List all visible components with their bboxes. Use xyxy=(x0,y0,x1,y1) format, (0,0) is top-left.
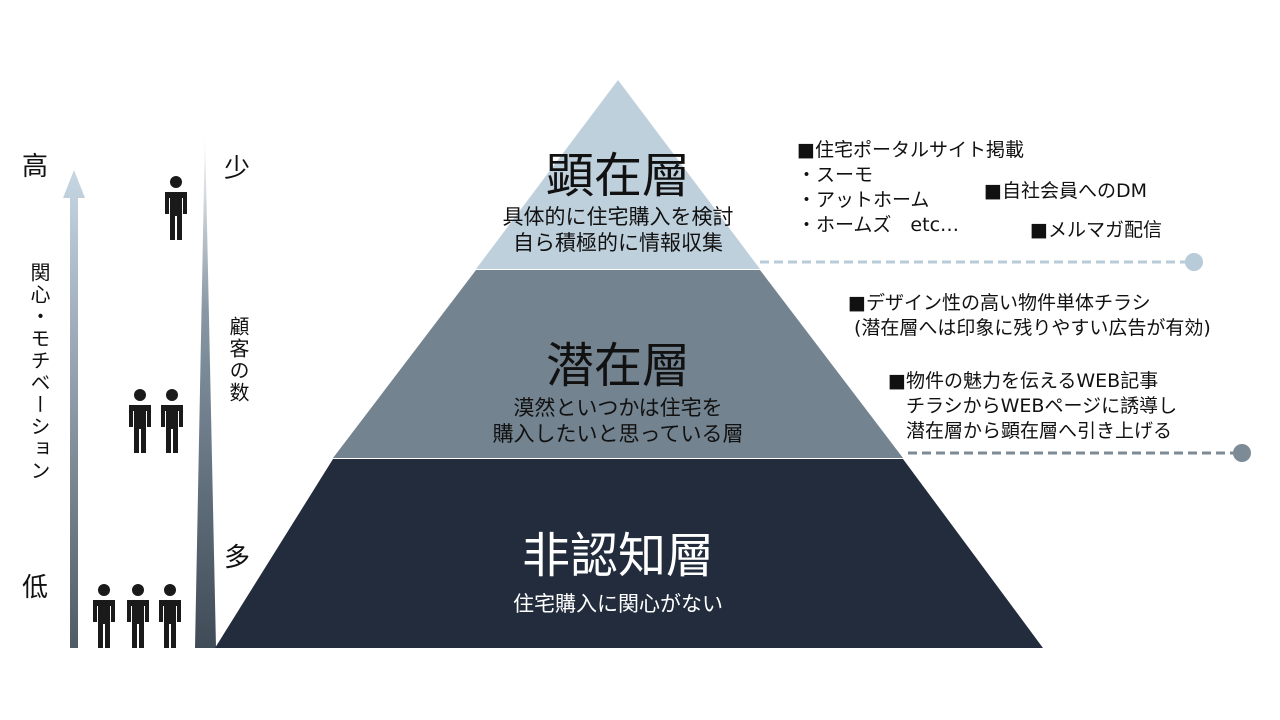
top-connector-dot xyxy=(1185,253,1203,271)
note-line: ・ホームズ etc… xyxy=(797,214,960,236)
note-line: ■住宅ポータルサイト掲載 xyxy=(797,139,1024,161)
middle-layer-description: 漠然といつかは住宅を 購入したいと思っている層 xyxy=(448,395,788,447)
interest-low-label: 低 xyxy=(22,573,49,603)
count-many-label: 多 xyxy=(224,543,251,573)
flyer-notes: ■デザイン性の高い物件単体チラシ (潜在層へは印象に残りやすい広告が有効) xyxy=(848,291,1211,341)
top-layer-title: 顕在層 xyxy=(545,148,690,204)
middle-layer-description-line: 漠然といつかは住宅を xyxy=(513,396,723,420)
pyramid-bottom-layer xyxy=(215,459,1043,648)
count-axis-label: 顧客の数 xyxy=(226,316,250,404)
pyramid-top-layer xyxy=(476,80,760,269)
top-layer-description-line: 具体的に住宅購入を検討 xyxy=(502,205,734,229)
middle-layer-title: 潜在層 xyxy=(545,338,690,394)
note-line: チラシからWEBページに誘導し xyxy=(906,395,1178,417)
bottom-layer-description: 住宅購入に関心がない xyxy=(468,591,768,617)
pyramid-middle-layer xyxy=(333,270,903,458)
middle-connector-dot xyxy=(1233,444,1251,462)
person-icon xyxy=(161,389,183,453)
count-few-label: 少 xyxy=(224,154,251,184)
note-line: ・スーモ xyxy=(797,164,874,186)
note-line: ■デザイン性の高い物件単体チラシ xyxy=(848,292,1151,314)
top-layer-description-line: 自ら積極的に情報収集 xyxy=(513,231,723,255)
bottom-layer-title: 非認知層 xyxy=(521,528,714,584)
person-icon xyxy=(129,389,151,453)
note-line: ■物件の魅力を伝えるWEB記事 xyxy=(888,370,1159,392)
people-icons xyxy=(93,176,187,648)
person-icon xyxy=(165,176,187,240)
interest-high-label: 高 xyxy=(22,152,49,182)
mailmag-note: ■メルマガ配信 xyxy=(1030,219,1162,241)
portal-notes: ■住宅ポータルサイト掲載 ・スーモ ・アットホーム ・ホームズ etc… xyxy=(797,138,1024,238)
note-line: ・アットホーム xyxy=(797,189,930,211)
person-icon xyxy=(93,584,115,648)
person-icon xyxy=(127,584,149,648)
note-line: 潜在層から顕在層へ引き上げる xyxy=(906,420,1173,442)
interest-arrow xyxy=(63,170,85,648)
top-layer-description: 具体的に住宅購入を検討 自ら積極的に情報収集 xyxy=(478,204,758,256)
interest-axis-label: 関心・モチベーション xyxy=(27,262,51,482)
note-line: (潜在層へは印象に残りやすい広告が有効) xyxy=(854,317,1211,339)
dm-note: ■自社会員へのDM xyxy=(984,180,1147,202)
person-icon xyxy=(159,584,181,648)
middle-layer-description-line: 購入したいと思っている層 xyxy=(492,422,744,446)
web-article-notes: ■物件の魅力を伝えるWEB記事 チラシからWEBページに誘導し 潜在層から顕在層… xyxy=(888,369,1177,444)
bottom-layer-description-line: 住宅購入に関心がない xyxy=(513,592,723,616)
customer-count-wedge xyxy=(195,130,216,648)
